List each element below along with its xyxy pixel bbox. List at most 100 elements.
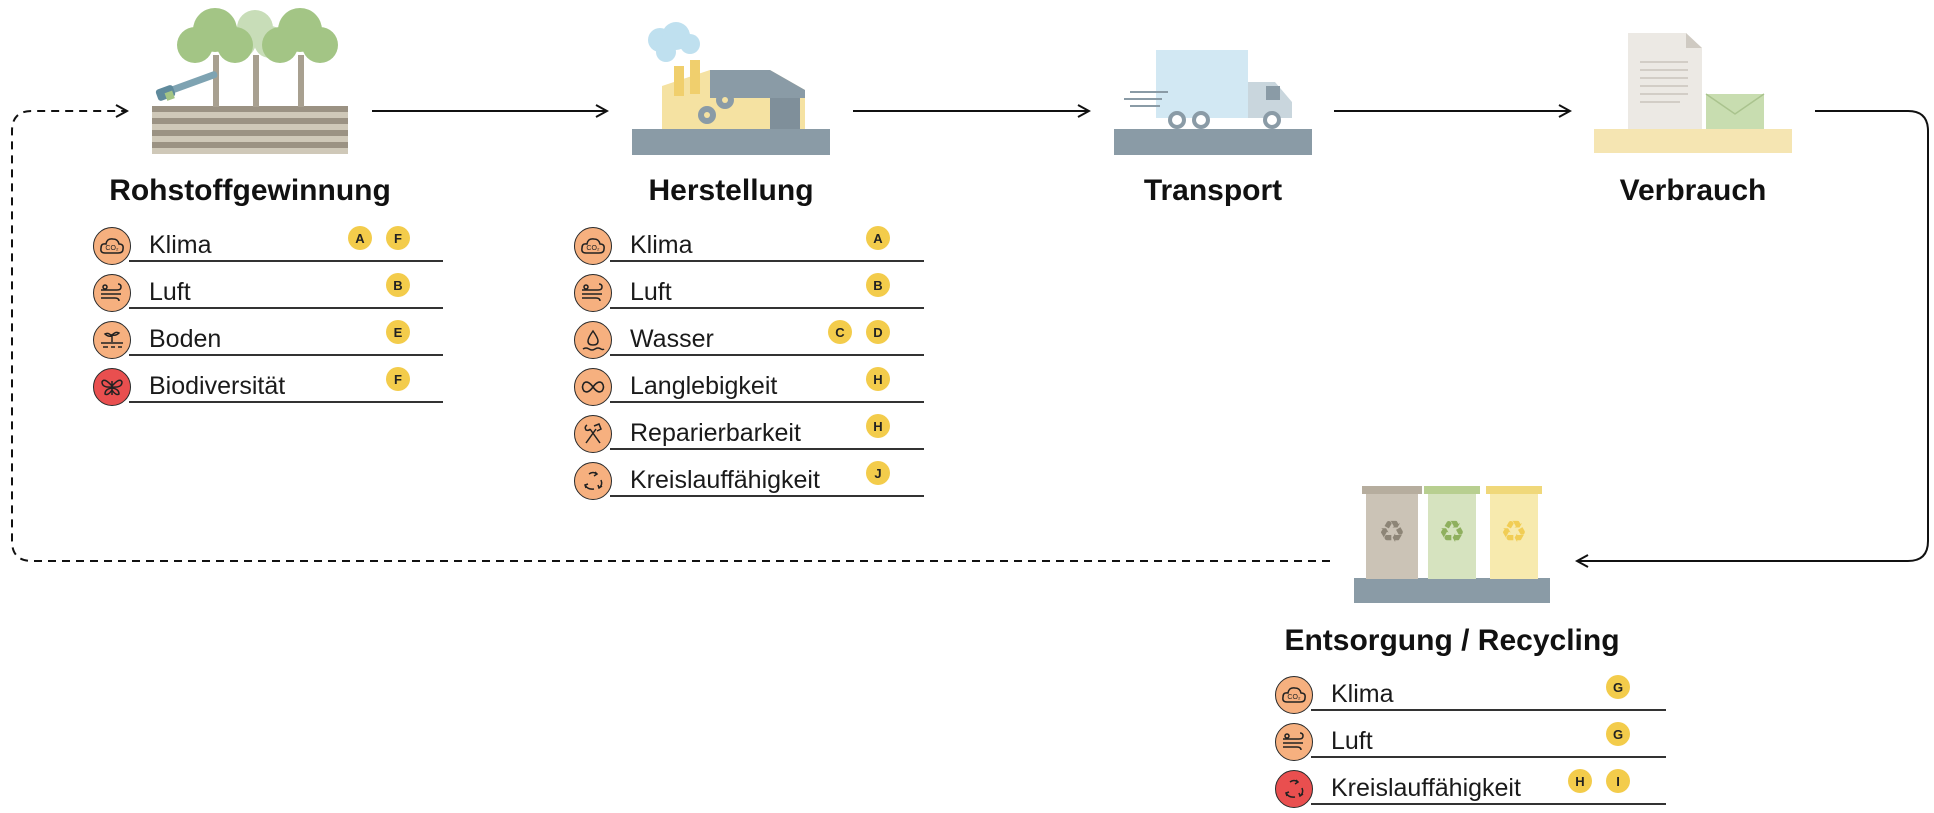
paper-envelope-icon <box>1594 33 1792 153</box>
impact-row-herstellung-5: Kreislauffähigkeit J <box>574 460 928 504</box>
reference-badge: H <box>866 414 890 438</box>
impact-label: Biodiversität <box>149 372 286 400</box>
forest-logging-icon <box>152 8 348 154</box>
butterfly-icon <box>93 368 131 406</box>
reference-badge: J <box>866 461 890 485</box>
svg-text:♻: ♻ <box>1379 516 1406 549</box>
impact-label: Klima <box>630 231 693 259</box>
reference-badge: A <box>866 226 890 250</box>
reference-badge: G <box>1606 675 1630 699</box>
impact-badges: G <box>1606 722 1630 746</box>
impact-underline <box>610 354 924 356</box>
repair-tools-icon <box>574 415 612 453</box>
impact-badges: B <box>866 273 890 297</box>
impact-label: Luft <box>149 278 191 306</box>
impact-badges: A <box>866 226 890 250</box>
impact-underline <box>129 307 443 309</box>
stage-title-entsorgung-recycling: Entsorgung / Recycling <box>1284 624 1620 657</box>
reference-badge: F <box>386 226 410 250</box>
stage-title-rohstoffgewinnung: Rohstoffgewinnung <box>109 174 391 207</box>
impact-row-rohstoff-1: Luft B <box>93 272 447 316</box>
impact-underline <box>610 260 924 262</box>
recycle-icon <box>574 462 612 500</box>
impact-label: Klima <box>149 231 212 259</box>
impact-underline <box>129 260 443 262</box>
impact-badges: J <box>866 461 890 485</box>
arrow-recycling-loop <box>11 111 1330 562</box>
co2-cloud-icon: CO₂ <box>574 227 612 265</box>
soil-sprout-icon <box>93 321 131 359</box>
impact-underline <box>610 448 924 450</box>
impact-label: Kreislauffähigkeit <box>630 466 820 494</box>
svg-text:♻: ♻ <box>1439 516 1466 549</box>
recycle-icon <box>1275 770 1313 808</box>
factory-icon <box>632 22 830 155</box>
impact-row-entsorgung-1: Luft G <box>1275 721 1670 765</box>
impact-row-rohstoff-3: Biodiversität F <box>93 366 447 410</box>
impact-label: Klima <box>1331 680 1394 708</box>
impact-badges: G <box>1606 675 1630 699</box>
impact-badges: H <box>866 414 890 438</box>
stage-title-herstellung: Herstellung <box>648 174 814 207</box>
infinity-icon <box>574 368 612 406</box>
reference-badge: D <box>866 320 890 344</box>
wind-icon <box>93 274 131 312</box>
reference-badge: H <box>866 367 890 391</box>
reference-badge: A <box>348 226 372 250</box>
impact-row-entsorgung-0: CO₂ Klima G <box>1275 674 1670 718</box>
co2-cloud-icon: CO₂ <box>93 227 131 265</box>
impact-label: Boden <box>149 325 222 353</box>
water-drop-icon <box>574 321 612 359</box>
impact-underline <box>129 354 443 356</box>
impact-badges: E <box>386 320 410 344</box>
impact-underline <box>610 401 924 403</box>
impact-row-herstellung-1: Luft B <box>574 272 928 316</box>
truck-icon <box>1114 50 1312 155</box>
reference-badge: G <box>1606 722 1630 746</box>
impact-label: Wasser <box>630 325 714 353</box>
co2-cloud-icon: CO₂ <box>1275 676 1313 714</box>
flow-arrows <box>11 110 1929 562</box>
impact-row-herstellung-0: CO₂ Klima A <box>574 225 928 269</box>
svg-text:CO₂: CO₂ <box>105 245 119 252</box>
impact-badges: B <box>386 273 410 297</box>
stage-title-transport: Transport <box>1143 174 1283 207</box>
impact-underline <box>1311 709 1666 711</box>
reference-badge: H <box>1568 769 1592 793</box>
impact-underline <box>1311 756 1666 758</box>
svg-text:CO₂: CO₂ <box>586 245 600 252</box>
impact-badges: F <box>386 367 410 391</box>
reference-badge: F <box>386 367 410 391</box>
impact-underline <box>610 307 924 309</box>
impact-row-rohstoff-2: Boden E <box>93 319 447 363</box>
impact-row-herstellung-4: Reparierbarkeit H <box>574 413 928 457</box>
reference-badge: B <box>386 273 410 297</box>
impact-label: Luft <box>630 278 672 306</box>
svg-text:CO₂: CO₂ <box>1287 694 1301 701</box>
reference-badge: B <box>866 273 890 297</box>
impact-underline <box>129 401 443 403</box>
svg-text:♻: ♻ <box>1501 516 1528 549</box>
stage-title-verbrauch: Verbrauch <box>1619 174 1767 207</box>
impact-badges: H <box>866 367 890 391</box>
impact-underline <box>1311 803 1666 805</box>
impact-label: Luft <box>1331 727 1373 755</box>
reference-badge: I <box>1606 769 1630 793</box>
recycling-bins-icon: ♻ ♻ ♻ <box>1354 486 1550 603</box>
impact-label: Reparierbarkeit <box>630 419 801 447</box>
impact-underline <box>610 495 924 497</box>
impact-label: Kreislauffähigkeit <box>1331 774 1521 802</box>
wind-icon <box>1275 723 1313 761</box>
reference-badge: C <box>828 320 852 344</box>
reference-badge: E <box>386 320 410 344</box>
wind-icon <box>574 274 612 312</box>
arrow-verbrauch-to-entsorgung <box>1577 110 1929 561</box>
